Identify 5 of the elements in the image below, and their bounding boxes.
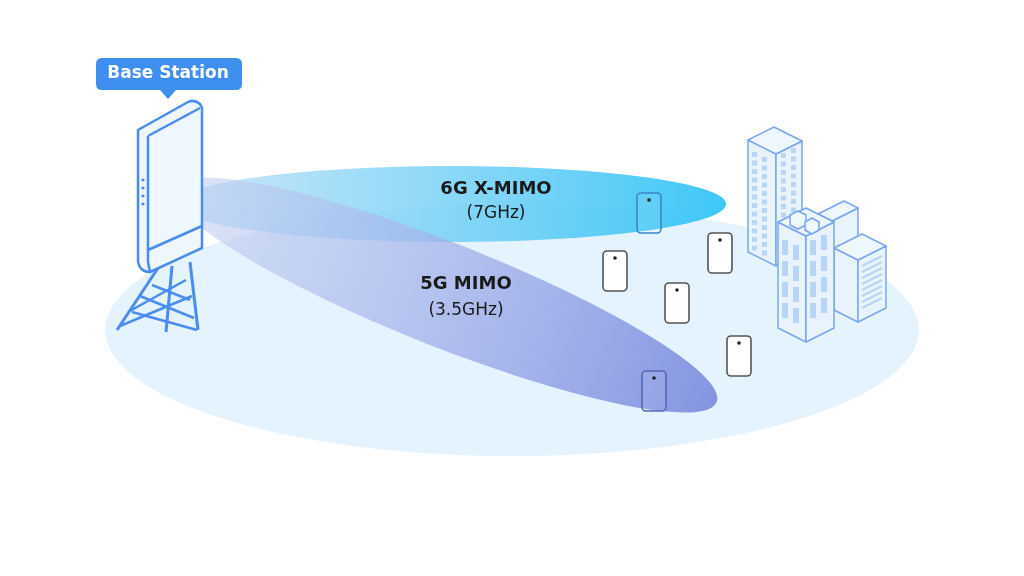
callout-label: Base Station [107, 63, 229, 82]
frequency-label: (3.5GHz) [428, 300, 504, 319]
beam-name: 5G MIMO [420, 273, 512, 293]
beam-name: 6G X-MIMO [440, 178, 552, 198]
frequency-label: (7GHz) [466, 203, 526, 222]
